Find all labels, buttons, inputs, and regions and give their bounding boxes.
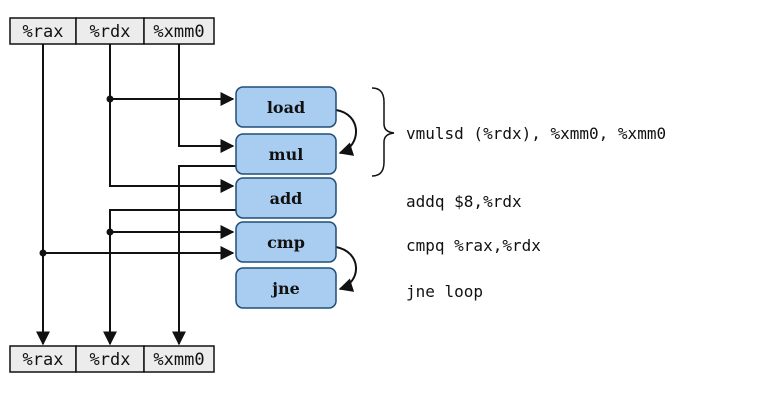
bottom-register-xmm0-box bbox=[143, 345, 215, 373]
bottom-register-rdx: %rdx bbox=[90, 350, 131, 370]
op-add-label: add bbox=[270, 189, 303, 208]
bottom-register-rax: %rax bbox=[23, 350, 64, 370]
op-cmp-box bbox=[235, 221, 337, 263]
instruction-addq: addq $8,%rdx bbox=[406, 192, 522, 211]
bottom-register-rdx-box bbox=[75, 345, 145, 373]
operation-boxes: load mul add cmp jne bbox=[235, 86, 337, 309]
assembly-listing: vmulsd (%rdx), %xmm0, %xmm0 addq $8,%rdx… bbox=[406, 124, 666, 301]
op-cmp-label: cmp bbox=[267, 233, 305, 252]
op-jne-label: jne bbox=[270, 279, 300, 298]
op-add-box bbox=[235, 177, 337, 219]
op-jne-box bbox=[235, 267, 337, 309]
bottom-register-row: %rax %rdx %xmm0 bbox=[9, 345, 215, 373]
op-mul-label: mul bbox=[269, 145, 304, 164]
instruction-vmulsd: vmulsd (%rdx), %xmm0, %xmm0 bbox=[406, 124, 666, 143]
mul-to-xmm0-arrow bbox=[172, 165, 236, 346]
top-register-rax: %rax bbox=[23, 22, 64, 42]
dataflow-lines bbox=[36, 44, 357, 346]
op-load-label: load bbox=[267, 98, 305, 117]
op-mul-box bbox=[235, 133, 337, 175]
bottom-register-xmm0: %xmm0 bbox=[153, 350, 204, 370]
op-load-box bbox=[235, 86, 337, 128]
top-register-row: %rax %rdx %xmm0 bbox=[9, 17, 215, 45]
add-to-rdx-arrow bbox=[103, 209, 236, 346]
instruction-cmpq: cmpq %rax,%rdx bbox=[406, 236, 541, 255]
instruction-jne: jne loop bbox=[406, 282, 483, 301]
rdx-to-add-arrow bbox=[109, 44, 235, 193]
cmp-to-jne-curve bbox=[335, 246, 357, 292]
load-mul-brace bbox=[371, 87, 395, 177]
xmm0-to-mul-arrow bbox=[178, 44, 235, 153]
load-to-mul-curve bbox=[335, 109, 357, 156]
top-register-rdx: %rdx bbox=[90, 22, 131, 42]
top-register-xmm0: %xmm0 bbox=[153, 22, 204, 42]
